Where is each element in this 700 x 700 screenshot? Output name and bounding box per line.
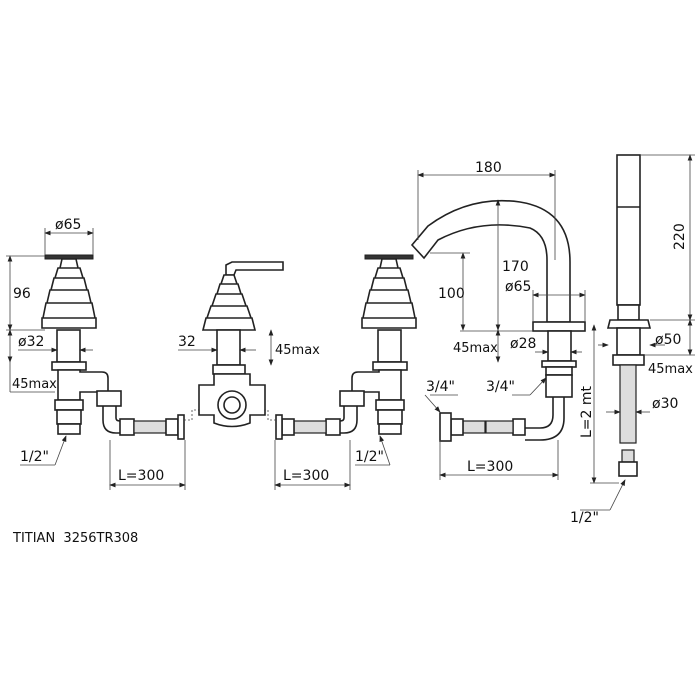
- left-valve-diameter-stem: ø32: [18, 334, 44, 350]
- right-hose: [262, 406, 358, 440]
- spout-max-depth: 45max: [453, 341, 498, 356]
- left-valve: [41, 254, 122, 435]
- spout: [410, 199, 586, 442]
- spout-reach: 180: [475, 160, 502, 176]
- right-valve-thread: 1/2": [355, 449, 384, 465]
- center-hose-length: L=300: [283, 468, 329, 484]
- left-valve-diameter-head: ø65: [55, 217, 81, 233]
- spout-thread-left: 3/4": [426, 379, 455, 395]
- spout-thread-right: 3/4": [486, 379, 515, 395]
- hand-shower-thread: 1/2": [570, 510, 599, 526]
- left-hose: [102, 406, 200, 440]
- spout-hose-length: L=300: [467, 459, 513, 475]
- hand-shower-hose-length: L=2 mt: [579, 385, 595, 438]
- spout-height-total: 170: [502, 259, 529, 275]
- left-valve-max-depth: 45max: [12, 377, 57, 392]
- spout-diameter-base: ø65: [505, 279, 531, 295]
- hand-shower-diameter-hose: ø30: [652, 396, 678, 412]
- hand-shower-height: 220: [672, 223, 688, 250]
- left-valve-height: 96: [13, 286, 31, 302]
- hand-shower-diameter-base: ø50: [655, 332, 681, 348]
- left-hose-length: L=300: [118, 468, 164, 484]
- hand-shower: [606, 154, 652, 477]
- spout-height-outlet: 100: [438, 286, 465, 302]
- right-valve: [339, 254, 417, 435]
- spout-diameter-stem: ø28: [510, 336, 536, 352]
- center-valve-max-depth: 45max: [275, 343, 320, 358]
- hand-shower-max-depth: 45max: [648, 362, 693, 377]
- center-valve-stem-width: 32: [178, 334, 196, 350]
- product-caption: TITIAN 3256TR308: [12, 531, 138, 546]
- dimension-lines: [6, 154, 695, 511]
- center-valve: [198, 261, 284, 428]
- left-valve-thread: 1/2": [20, 449, 49, 465]
